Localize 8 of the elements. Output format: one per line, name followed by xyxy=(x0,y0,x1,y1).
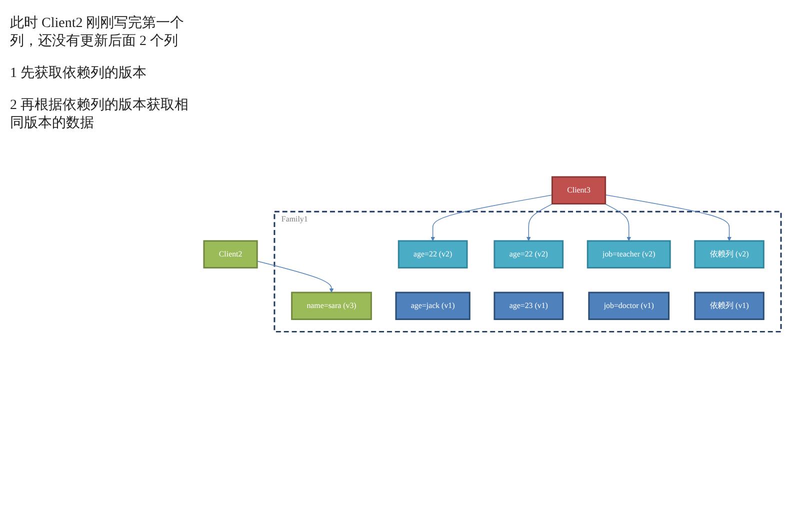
arrow xyxy=(526,204,554,242)
arrow xyxy=(256,260,334,293)
note-text: 此时 Client2 刚刚写完第一个列，还没有更新后面 2 个列 xyxy=(10,14,186,50)
arrow xyxy=(604,204,632,242)
arrow xyxy=(430,194,553,242)
note-text: 1 先获取依赖列的版本 xyxy=(10,64,148,82)
note-text: 2 再根据依赖列的版本获取相同版本的数据 xyxy=(10,96,190,132)
arrow xyxy=(604,194,732,242)
